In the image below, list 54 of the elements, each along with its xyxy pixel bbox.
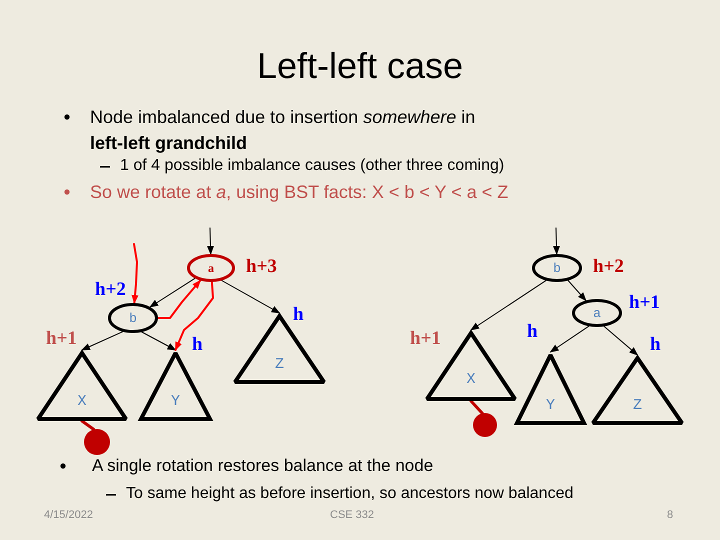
bullet-text: 1 of 4 possible imbalance causes (other three coming) (120, 156, 506, 176)
node-label: Z (274, 357, 284, 372)
node-label: Z (632, 398, 642, 413)
height-label: h (192, 335, 203, 354)
node-label: b (553, 262, 561, 274)
bullet-text: To same height as before insertion, so ancestors now balanced (126, 484, 574, 504)
height-label: h (527, 322, 538, 341)
handwritten-arrow (132, 243, 138, 304)
subtree-triangle (139, 350, 212, 421)
bullet-text: A single rotation restores balance at the node (92, 455, 434, 477)
connector-line (470, 400, 484, 415)
arrow (552, 228, 560, 255)
footer-text: CSE 332 (330, 508, 374, 522)
arrow (604, 326, 638, 356)
height-label: h (650, 335, 661, 354)
bullet-text: So we rotate at a, using BST facts: X < b < Y < a < Z (90, 181, 510, 204)
tree-node-ellipse (108, 303, 158, 333)
subtree-triangle (591, 355, 684, 425)
height-label: h (293, 305, 304, 324)
node-label: Y (170, 394, 180, 409)
tree-node-ellipse (187, 254, 235, 282)
arrow (568, 280, 587, 302)
arrow (81, 331, 124, 350)
node-label: Y (546, 398, 555, 413)
height-label: h+3 (246, 257, 277, 276)
footer-text: 4/15/2022 (44, 508, 93, 522)
height-label: h+1 (629, 293, 660, 312)
height-label: h+1 (410, 329, 441, 348)
arrow (149, 278, 196, 308)
arrow (141, 332, 176, 350)
arrow (221, 280, 280, 314)
handwritten-arrow (174, 281, 214, 351)
arrow (206, 228, 214, 255)
handwritten-arrow (157, 280, 202, 319)
subtree-triangle (515, 352, 586, 425)
bullet-text: Node imbalanced due to insertion somewhere in left-left grandchild (90, 106, 476, 155)
tree-node-ellipse (572, 299, 622, 327)
node-label: b (129, 312, 137, 324)
slide-title: Left-left case (256, 44, 464, 88)
height-label: h+2 (593, 257, 624, 276)
node-label: X (466, 372, 476, 387)
arrow (550, 326, 590, 353)
height-label: h+2 (95, 280, 126, 299)
connector-line (80, 420, 96, 431)
arrow (470, 280, 546, 331)
node-label: a (208, 262, 214, 274)
node-label: X (77, 394, 86, 409)
node-label: a (593, 306, 601, 320)
footer-text: 8 (667, 508, 674, 522)
height-label: h+1 (46, 329, 77, 348)
subtree-triangle (36, 350, 128, 421)
inserted-node-dot (473, 413, 497, 437)
inserted-node-dot (84, 429, 110, 455)
tree-node-ellipse (532, 254, 582, 282)
